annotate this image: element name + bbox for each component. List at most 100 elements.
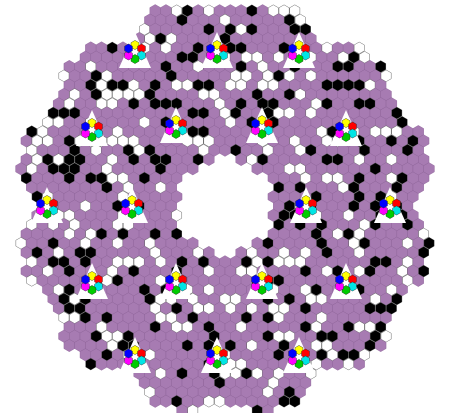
- black-hex-cell: [96, 171, 107, 185]
- black-hex-cell: [300, 23, 311, 36]
- white-hex-cell: [112, 125, 123, 138]
- white-hex-cell: [246, 339, 258, 352]
- white-hex-cell: [294, 88, 306, 101]
- white-hex-cell: [26, 274, 37, 287]
- white-hex-cell: [69, 311, 80, 324]
- black-hex-cell: [90, 88, 102, 101]
- white-hex-cell: [337, 181, 349, 194]
- white-hex-cell: [246, 264, 258, 278]
- white-hex-cell: [321, 264, 333, 278]
- white-hex-cell: [316, 292, 327, 306]
- white-hex-cell: [101, 69, 113, 82]
- white-hex-cell: [139, 23, 150, 36]
- white-hex-cell: [294, 144, 306, 157]
- color-rosette-icon: [330, 110, 362, 146]
- color-rosette-icon: [330, 263, 362, 299]
- purple-hex-cell: [138, 78, 151, 92]
- black-hex-cell: [262, 311, 274, 324]
- white-hex-cell: [353, 227, 365, 241]
- white-hex-cell: [305, 292, 317, 306]
- white-hex-cell: [106, 134, 118, 148]
- white-hex-cell: [284, 69, 295, 82]
- white-hex-cell: [101, 162, 113, 175]
- white-hex-cell: [144, 385, 156, 399]
- white-hex-cell: [133, 88, 145, 101]
- purple-hex-cell: [359, 255, 371, 269]
- rosette-color-hex: [42, 209, 52, 219]
- rosette-color-hex: [130, 54, 140, 64]
- black-hex-cell: [69, 106, 80, 120]
- rosette-color-hex: [288, 348, 297, 359]
- rosette-color-hex: [264, 118, 273, 129]
- black-hex-cell: [117, 227, 129, 241]
- white-hex-cell: [273, 311, 284, 324]
- black-hex-cell: [149, 78, 161, 92]
- rosette-color-hex: [81, 274, 90, 285]
- white-hex-cell: [353, 320, 365, 334]
- white-hex-cell: [273, 51, 284, 64]
- rosette-color-hex: [295, 198, 304, 209]
- white-hex-cell: [182, 320, 193, 334]
- white-hex-cell: [42, 134, 54, 148]
- black-hex-cell: [128, 264, 140, 278]
- black-hex-cell: [353, 171, 365, 185]
- white-hex-cell: [268, 78, 279, 92]
- white-hex-cell: [235, 78, 247, 92]
- color-rosette-icon: [246, 263, 278, 299]
- white-hex-cell: [246, 153, 258, 166]
- white-hex-cell: [289, 4, 301, 17]
- black-hex-cell: [332, 78, 344, 92]
- black-hex-cell: [225, 339, 236, 352]
- black-hex-cell: [187, 106, 199, 120]
- black-hex-cell: [321, 97, 333, 110]
- black-hex-cell: [343, 320, 354, 334]
- rosette-color-hex: [348, 274, 357, 285]
- black-hex-cell: [101, 311, 113, 324]
- purple-hex-cell: [380, 311, 392, 325]
- white-hex-cell: [310, 97, 322, 110]
- black-hex-cell: [316, 237, 327, 250]
- white-hex-cell: [106, 339, 118, 352]
- white-hex-cell: [166, 311, 177, 324]
- black-hex-cell: [123, 330, 134, 343]
- rosette-color-hex: [257, 129, 267, 139]
- purple-hex-cell: [176, 311, 188, 325]
- white-hex-cell: [332, 171, 344, 185]
- black-hex-cell: [310, 227, 322, 241]
- black-hex-cell: [230, 144, 242, 157]
- black-hex-cell: [402, 144, 413, 157]
- white-hex-cell: [101, 274, 113, 287]
- rosette-color-hex: [127, 209, 137, 219]
- black-hex-cell: [418, 264, 429, 278]
- rosette-color-hex: [49, 198, 58, 209]
- white-hex-cell: [139, 116, 150, 129]
- white-hex-cell: [63, 97, 75, 110]
- black-hex-cell: [160, 97, 172, 110]
- white-hex-cell: [69, 218, 80, 231]
- black-hex-cell: [182, 4, 193, 17]
- white-hex-cell: [353, 153, 365, 166]
- black-hex-cell: [198, 255, 209, 268]
- black-hex-cell: [348, 199, 360, 213]
- purple-hex-cell: [289, 246, 301, 259]
- rosette-layer: [31, 32, 406, 373]
- black-hex-cell: [74, 246, 86, 259]
- black-hex-cell: [337, 348, 349, 361]
- white-hex-cell: [198, 144, 209, 157]
- purple-hex-cell: [332, 357, 344, 371]
- black-hex-cell: [407, 134, 419, 148]
- black-hex-cell: [273, 348, 284, 361]
- black-hex-cell: [176, 51, 188, 64]
- black-hex-cell: [74, 302, 86, 315]
- purple-hex-cell: [203, 153, 215, 166]
- white-hex-cell: [359, 218, 370, 231]
- white-hex-cell: [294, 13, 306, 27]
- white-hex-cell: [155, 274, 166, 287]
- black-hex-cell: [63, 283, 75, 296]
- rosette-color-hex: [301, 348, 310, 359]
- black-hex-cell: [144, 144, 156, 157]
- white-hex-cell: [26, 144, 37, 157]
- black-hex-cell: [63, 264, 75, 278]
- rosette-color-hex: [137, 43, 146, 54]
